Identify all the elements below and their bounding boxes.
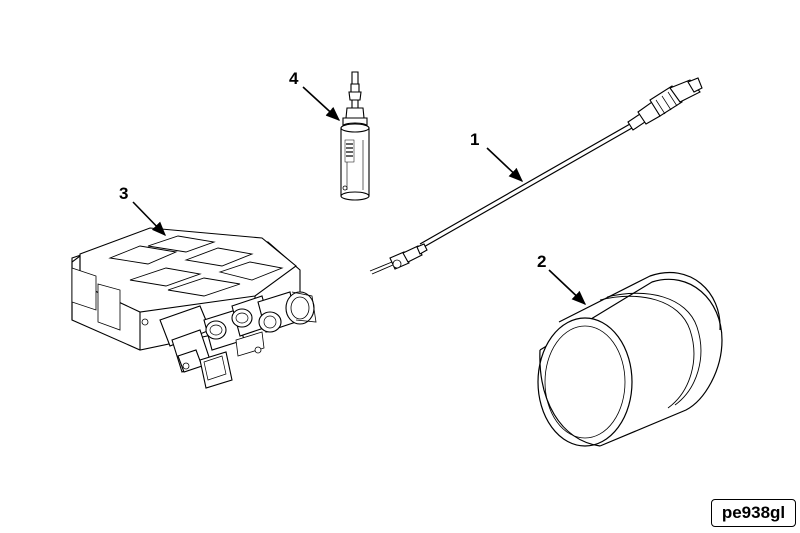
leader-1 bbox=[486, 147, 524, 182]
leader-4 bbox=[302, 86, 341, 121]
leader-2 bbox=[548, 269, 587, 305]
part-1-sensor-cable bbox=[369, 77, 703, 275]
part-2-sleeve bbox=[537, 271, 723, 447]
callout-4: 4 bbox=[289, 69, 299, 88]
callout-3: 3 bbox=[119, 184, 128, 203]
callout-leaders bbox=[132, 86, 587, 305]
part-3-control-module bbox=[71, 227, 317, 389]
reference-code-box: pe938gl bbox=[711, 499, 796, 527]
callout-2: 2 bbox=[537, 252, 546, 271]
leader-3 bbox=[132, 201, 167, 237]
reference-code: pe938gl bbox=[721, 503, 786, 522]
part-4-probe bbox=[340, 71, 370, 201]
callout-1: 1 bbox=[470, 130, 479, 149]
